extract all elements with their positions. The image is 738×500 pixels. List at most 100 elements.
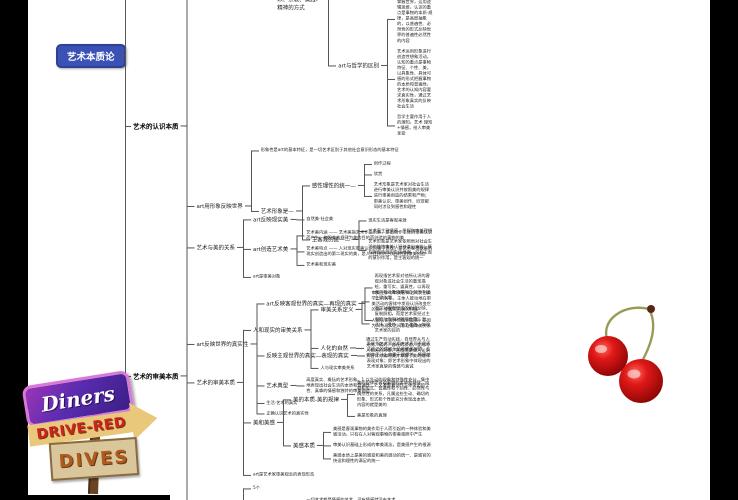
topic: 艺术形象是艺术家对社会生活进行审美认识并按照美的规律进行审美创造的结果和产物；审… <box>363 179 435 213</box>
topic: 形象性是art的基本特征，是一切艺术区别于其他社会意识形态的基本特征 <box>250 145 435 156</box>
connector-line <box>380 64 387 66</box>
connector-line <box>355 309 362 311</box>
topic-label: 创作过程 <box>373 161 391 167</box>
topic-label: art反映世界的真实性 <box>196 341 249 348</box>
topic: 欣赏 <box>363 169 435 180</box>
topic: 艺术美特点 —— 人对现实审美认识的集中表现，是艺术家根据美的现实创造出的第二现… <box>296 243 434 260</box>
topic-label: 人和现实的审美关系 <box>253 327 303 334</box>
topic: 一切艺术都是情感的艺术，没有情感就没有艺术 <box>296 495 434 500</box>
topic-label: art是艺术家审美观念的表现形态 <box>253 472 315 478</box>
topic: 美感是客观事物的美作用于人而引起的一种体验和美感活动，只有在人对客观事物的审美观… <box>323 424 434 441</box>
topic-label: 美的规律是客观事物的本质和规律、内容和形式、普遍性和个别性、必然性与偶然性的关系… <box>356 380 430 408</box>
topic: 美是形象的真理 <box>346 410 435 422</box>
topic: art是艺术家审美观念的表现形态 <box>243 469 434 481</box>
topic-label: 人化的自然 <box>320 344 349 352</box>
topic: 人和现实的审美关系审美关系定义审美主体与审美客体之间发生美学上的关系，主体人能动… <box>243 285 434 375</box>
topic: 通过生产劳动实践，自然界从与人无关、敌对、自在的状态，变成与人相关的对象，其结果… <box>356 334 434 361</box>
topic: 不是对客观现实的机械反映、复制照相，而是艺术家经过主观能动作用对客观世界认识、选… <box>364 303 435 337</box>
topic-label: 艺术形象是艺术家依照他对社会生活的独特审美认识创造出来的；既有客观的现实生活根据… <box>368 238 433 261</box>
topic: 艺术美和现实美 <box>296 259 434 271</box>
topic-label: 审美主体与审美客体之间发生美学上的关系，主体人能动地在审美活动的客体中发现认识改… <box>371 290 432 313</box>
topic-label: 美是形象的真理 <box>356 413 387 419</box>
topic-label: 人能认识美并自由创造美，是因为人与现实之间存在着审美关系 <box>371 317 432 329</box>
connector-line <box>180 125 187 127</box>
connector-line <box>290 218 297 220</box>
topic-label: 正确认识艺术的真实性 <box>266 410 309 416</box>
topic: 再现指艺术家对他所认识的客观对象或社会生活的重现描绘，重写实、逼真性，以再现真实… <box>364 271 435 304</box>
topic-label: 通过生产劳动实践，自然界从与人无关、敌对、自在的状态，变成与人相关的对象，其结果… <box>366 336 430 359</box>
connector-line <box>244 205 251 207</box>
topic: art与哲学的区别 哲学用抽象的方式掌握世界，运用逻辑思维，认识的重点是事物的本质… <box>328 0 434 141</box>
topic-label: 形象性是art的基本特征，是一切艺术区别于其他社会意识形态的基本特征 <box>260 147 399 153</box>
topic: 反映主观世界的真实—表现的真实 表现指艺术家运用艺术表现手段表达自己的情感体验和审… <box>256 337 435 374</box>
topic: art反映世界的真实性 art反映客观世界的真实—再现的真实再现指艺术家对他所认识… <box>186 267 435 420</box>
topic: 艺术形象是—感性理性的统一—创作过程欣赏艺术形象是艺术家对社会生活进行审美认识并… <box>250 155 435 267</box>
topic-label: 艺术形象是艺术家对社会生活进行审美认识并按照美的规律进行审美创造的结果和产物；审… <box>373 182 430 210</box>
topic-label: 5个 <box>253 485 260 491</box>
topic: 主客观的统一—现实生活是客观来源艺术家主观情感、思想和审美理想艺术形象是艺术家依… <box>301 213 435 265</box>
topic-label: 哲学主要作用于人的理知，艺术 理知+情感，给人审美享受 <box>396 114 433 137</box>
topic: 高度真实、概括的艺术形象。1.以生动的现象和特殊性充分、集中地表现出社会生活的本… <box>296 375 434 397</box>
connector-line <box>352 238 359 240</box>
topic-label: 艺术的认识本质 <box>133 123 179 131</box>
connector-line <box>350 355 357 357</box>
connector-line <box>350 347 357 349</box>
topic: 艺术形象是艺术家依照他对社会生活的独特审美认识创造出来的；既有客观的现实生活根据… <box>358 236 434 263</box>
connector-line <box>357 185 364 187</box>
topic: 人与现实审美关系 <box>310 362 435 374</box>
topic-label: 艺术美和现实美 <box>306 262 337 268</box>
topic-label: 审美认识基础上形成的审美观念，是美感产生的根源 <box>333 442 431 448</box>
letterbox-left <box>0 0 28 500</box>
topic-label: art反映客观世界的真实—再现的真实 <box>266 300 357 308</box>
topic: 审美主体与审美客体之间发生美学上的关系，主体人能动地在审美活动的客体中发现认识改… <box>361 288 435 316</box>
dives-sign-text: DIVES <box>57 446 131 472</box>
diners-sign-logo: Diners DRIVE-RED DIVES <box>6 356 162 496</box>
connector-line <box>304 329 311 331</box>
topic-label: 艺术的审美本质 <box>133 373 179 381</box>
topic-label: 现实生活是客观来源 <box>368 217 407 223</box>
connector-line <box>340 399 347 401</box>
connector-line <box>125 0 126 377</box>
topic-label: 高度真实、概括的艺术形象。1.以生动的现象和特殊性充分、集中地表现出社会生活的本… <box>306 377 430 394</box>
topic: 艺术典型高度真实、概括的艺术形象。1.以生动的现象和特殊性充分、集中地表现出社会… <box>256 373 434 398</box>
topic: art以特有的方式掌握世界art是对世界的一种认识 —— 艺术作品是社会生活在人… <box>186 0 435 144</box>
topic: 审美认识基础上形成的审美观念，是美感产生的根源 <box>323 440 434 451</box>
topic-label: art与哲学的区别 <box>338 62 379 69</box>
topic-label: 主客观的统一— <box>311 236 351 243</box>
topic: 艺术美内涵 —— 艺术美指艺术作品的美，是由创作主体的审美认识而产生、按照美的规… <box>296 228 434 244</box>
topic-label: 艺术美特点 —— 人对现实审美认识的集中表现，是艺术家根据美的现实创造出的第二现… <box>306 246 433 257</box>
topic: 艺术的审美本质人和现实的审美关系审美关系定义审美主体与审美客体之间发生美学上的关… <box>186 283 435 482</box>
connector-line <box>295 210 302 212</box>
topic-label: 表现指艺术家运用艺术表现手段表达自己的情感体验和审美理想，在创作手法上偏重于理想… <box>366 341 431 369</box>
connector-line <box>290 248 297 250</box>
topic: 审美关系定义审美主体与审美客体之间发生美学上的关系，主体人能动地在审美活动的客体… <box>310 287 435 334</box>
topic: 美的规律是客观事物的本质和规律、内容和形式、普遍性和个别性、必然性与偶然性的关系… <box>346 378 435 411</box>
topic: 哲学主要作用于人的理知，艺术 理知+情感，给人审美享受 <box>386 112 435 139</box>
topic-label: 艺术形象是— <box>260 208 294 215</box>
topic-label: 艺术运用形象进行创造性想象活动，认知的重点是事物特征、个性、美，以具象性、具体可… <box>396 48 431 110</box>
topic: 表现指艺术家运用艺术表现手段表达自己的情感体验和审美理想，在创作手法上偏重于理想… <box>356 339 435 372</box>
topic-label: 人与现实审美关系 <box>320 365 355 371</box>
topic-label: 艺术的审美本质 <box>196 379 236 387</box>
connector-line <box>317 444 324 446</box>
topic-label: 反映主观世界的真实—表现的真实 <box>266 352 349 360</box>
topic-label: 美感是客观事物的美作用于人而引起的一种体验和美感活动，只有在人对客观事物的审美观… <box>333 426 431 438</box>
topic-label: 艺术美内涵 —— 艺术美指艺术作品的美，是由创作主体的审美认识而产生、按照美的规… <box>306 230 433 241</box>
connector-line <box>180 375 187 377</box>
topic: art创造艺术美艺术美内涵 —— 艺术美指艺术作品的美，是由创作主体的审美认识而… <box>243 226 434 272</box>
dives-sign: DIVES <box>48 436 140 482</box>
topic: 创作过程 <box>363 159 435 170</box>
topic: 5个 <box>243 483 434 494</box>
topic: 美的本质-美的规律 美的规律是客观事物的本质和规律、内容和形式、普遍性和个别性、必… <box>283 377 434 423</box>
root-topic: 艺术本质论 <box>56 44 126 68</box>
topic: 哲学用抽象的方式掌握世界，运用逻辑思维，认识的重点是事物的本质·规律，是高度抽象… <box>386 0 435 47</box>
letterbox-bottom-left <box>0 495 170 500</box>
topic: 美和美感美的本质-美的规律美的规律是客观事物的本质和规律、内容和形式、普遍性和个… <box>243 375 434 470</box>
topic: 人能认识美并自由创造美，是因为人与现实之间存在着审美关系 <box>361 315 435 331</box>
letterbox-right <box>710 0 738 500</box>
connector-line <box>119 55 125 56</box>
topic-label: 美的本质-美的规律 <box>293 396 339 404</box>
